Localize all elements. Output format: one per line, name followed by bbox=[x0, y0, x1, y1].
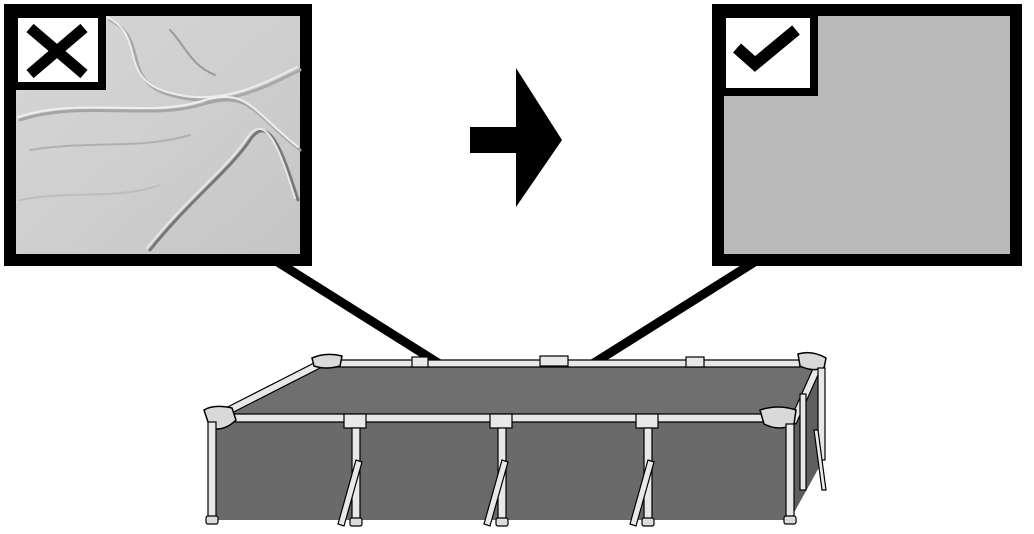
wrinkle-folds bbox=[17, 16, 302, 252]
pool-corner-caps bbox=[203, 351, 827, 430]
x-mark-icon bbox=[10, 10, 106, 90]
arrow-right-icon bbox=[470, 68, 562, 207]
pool-braces bbox=[337, 429, 827, 527]
pool-leg-feet bbox=[205, 515, 797, 527]
wrinkled-surface-panel bbox=[4, 4, 312, 266]
check-mark-icon bbox=[718, 10, 818, 96]
frame-pool-illustration bbox=[203, 351, 827, 527]
smooth-surface-panel bbox=[712, 4, 1022, 266]
pool-rail-connectors bbox=[343, 355, 705, 429]
